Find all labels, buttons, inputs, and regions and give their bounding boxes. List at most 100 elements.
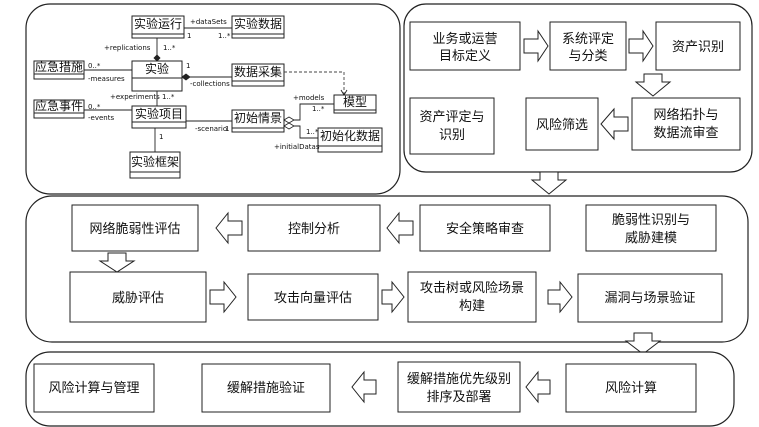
arrow-left-icon [386, 211, 414, 245]
arrow-left-icon [600, 107, 629, 141]
stage2-threat-model-line2: 威胁建模 [625, 231, 677, 246]
stage3-priority-box: 缓解措施优先级别 排序及部署 [397, 361, 521, 413]
stage1-topology-line2: 数据流审查 [653, 126, 718, 141]
arrow-left-icon [215, 211, 243, 245]
stage1-screen-label: 风险筛选 [536, 118, 588, 133]
uml-label: 0..* [88, 103, 101, 111]
uml-label: 1 [187, 32, 191, 40]
uml-class-framework: 实验框架 [129, 151, 181, 179]
uml-label: -measures [88, 75, 125, 83]
uml-label: -collections [190, 80, 230, 88]
stage2-attack-tree-box: 攻击树或风险场景 构建 [407, 271, 537, 323]
stage2-attack-tree-line2: 构建 [459, 299, 485, 314]
uml-label: 1..* [312, 105, 325, 113]
stage1-asset-eval-box: 资产评定与 识别 [409, 97, 495, 155]
stage2-threat-eval-box: 威胁评估 [69, 271, 207, 323]
uml-panel [25, 3, 401, 195]
uml-class-init-data: 初始化数据 [317, 127, 383, 153]
uml-class-item: 实验项目 [131, 105, 187, 129]
uml-label: -scenario [195, 125, 227, 133]
stage3-priority-line2: 排序及部署 [426, 390, 491, 405]
uml-class-scenario: 初始情景 [231, 109, 285, 133]
stage1-asset-eval-line2: 识别 [439, 128, 465, 143]
stage2-vuln-eval-box: 网络脆弱性评估 [71, 204, 199, 252]
stage1-asset-id-label: 资产识别 [672, 40, 724, 55]
stage1-classify-box: 系统评定 与分类 [549, 21, 627, 71]
stage1-goal-line2: 目标定义 [439, 49, 491, 64]
uml-label: +replications [104, 44, 151, 52]
uml-class-measures: 应急措施 [33, 59, 85, 80]
stage1-goal-box: 业务或运营 目标定义 [409, 21, 521, 71]
uml-class-item-label: 实验项目 [135, 106, 183, 121]
arrow-down-icon [634, 73, 672, 97]
stage2-validate-box: 漏洞与场景验证 [577, 273, 723, 323]
arrow-down-icon [624, 332, 662, 355]
arrow-right-icon [523, 29, 549, 63]
uml-class-experiment: 实验 [131, 60, 183, 92]
arrow-right-icon [628, 29, 654, 63]
stage2-attack-tree-line1: 攻击树或风险场景 [420, 281, 524, 296]
uml-class-events: 应急事件 [33, 98, 85, 119]
stage1-classify-line1: 系统评定 [562, 32, 614, 47]
stage1-topology-box: 网络拓扑与 数据流审查 [631, 97, 741, 151]
stage2-vector-box: 攻击向量评估 [247, 273, 379, 321]
stage2-threat-model-line1: 脆弱性识别与 [612, 212, 690, 228]
stage2-policy-box: 安全策略审查 [419, 204, 551, 252]
uml-labels: +dataSets 1 1..* +replications 1..* 1 -c… [88, 18, 325, 151]
uml-class-model-label: 模型 [343, 95, 367, 109]
uml-label: +initialDatas [274, 143, 320, 151]
arrow-right-icon [547, 280, 573, 314]
uml-class-measures-label: 应急措施 [35, 59, 83, 74]
arrow-left-icon [525, 370, 551, 404]
uml-connectors [84, 27, 348, 152]
stage3-mitigation-verify-label: 缓解措施验证 [227, 380, 305, 396]
uml-class-data-label: 实验数据 [234, 16, 282, 31]
stage1-asset-id-box: 资产识别 [655, 21, 741, 71]
uml-class-run-label: 实验运行 [134, 16, 182, 31]
stage1-screen-box: 风险筛选 [525, 97, 599, 151]
arrow-down-icon [530, 171, 568, 195]
arrow-right-icon [381, 280, 405, 314]
uml-label: 1..* [218, 32, 231, 40]
stage3-priority-line1: 缓解措施优先级别 [407, 372, 511, 387]
stage1-classify-line2: 与分类 [568, 49, 607, 64]
uml-class-init-data-label: 初始化数据 [320, 128, 380, 143]
uml-label: +models [293, 94, 325, 102]
arrow-left-icon [351, 370, 377, 404]
stage3-calc-label: 风险计算 [605, 381, 657, 396]
uml-class-scenario-label: 初始情景 [234, 111, 282, 125]
uml-class-collection: 数据采集 [231, 63, 285, 87]
stage2-vector-label: 攻击向量评估 [274, 290, 352, 306]
uml-label: 1 [225, 125, 229, 133]
arrow-down-icon [98, 252, 136, 273]
stage2-vuln-eval-label: 网络脆弱性评估 [89, 221, 180, 237]
stage3-manage-label: 风险计算与管理 [48, 381, 139, 396]
stage2-threat-eval-label: 威胁评估 [112, 291, 164, 306]
uml-class-run: 实验运行 [131, 15, 185, 39]
stage2-control-box: 控制分析 [247, 204, 381, 252]
arrow-right-icon [209, 280, 237, 314]
uml-label: +dataSets [190, 18, 227, 26]
uml-label: 0..* [88, 62, 101, 70]
uml-label: 1..* [163, 44, 176, 52]
stage1-asset-eval-line1: 资产评定与 [419, 110, 484, 125]
uml-label: 1..* [306, 128, 319, 136]
uml-class-collection-label: 数据采集 [234, 64, 282, 79]
uml-class-experiment-label: 实验 [145, 61, 169, 76]
uml-label: 1 [159, 133, 163, 141]
uml-class-model: 模型 [333, 94, 377, 114]
uml-class-framework-label: 实验框架 [131, 154, 179, 169]
stage2-validate-label: 漏洞与场景验证 [604, 290, 695, 306]
stage2-policy-label: 安全策略审查 [446, 221, 524, 237]
stage2-threat-model-box: 脆弱性识别与 威胁建模 [585, 204, 717, 252]
uml-label: 1 [186, 62, 190, 70]
uml-label: 1..* [162, 93, 175, 101]
stage3-calc-box: 风险计算 [565, 363, 697, 413]
uml-class-events-label: 应急事件 [35, 98, 83, 113]
stage3-mitigation-verify-box: 缓解措施验证 [201, 363, 331, 413]
uml-label: +experiments [110, 93, 160, 101]
uml-class-data: 实验数据 [231, 15, 285, 39]
stage3-manage-box: 风险计算与管理 [33, 363, 155, 413]
